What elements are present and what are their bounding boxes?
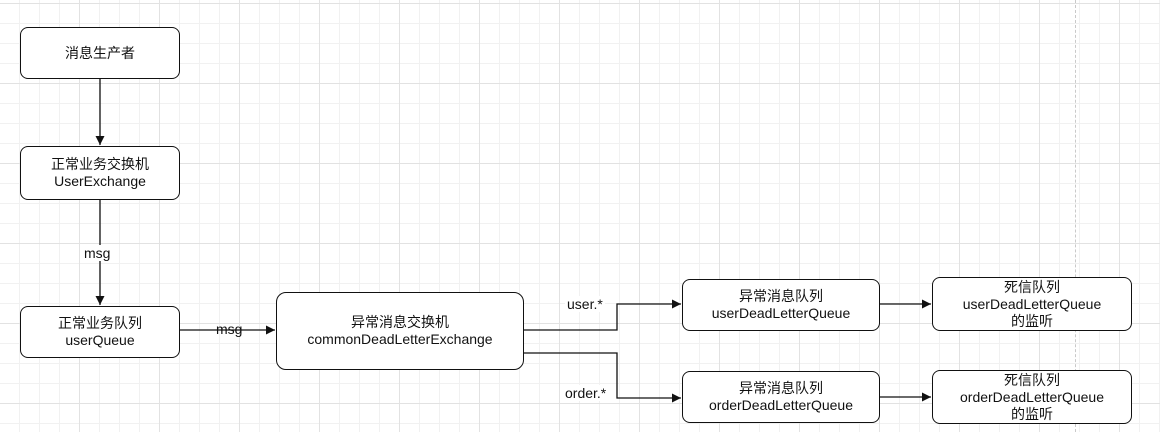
node-message-producer[interactable]: 消息生产者	[20, 27, 180, 79]
node-user-dead-letter-queue-name: userDeadLetterQueue	[711, 305, 851, 321]
node-user-dead-letter-listener[interactable]: 死信队列 userDeadLetterQueue 的监听	[932, 277, 1132, 331]
node-dead-letter-exchange[interactable]: 异常消息交换机 commonDeadLetterExchange	[276, 292, 524, 370]
edge-label-order-route: order.*	[563, 385, 609, 401]
node-order-dead-letter-queue-title: 异常消息队列	[739, 380, 823, 396]
node-user-queue-name: userQueue	[65, 332, 135, 348]
edge-label-exchange-to-queue: msg	[82, 245, 113, 261]
node-order-dead-letter-queue[interactable]: 异常消息队列 orderDeadLetterQueue	[682, 371, 880, 423]
node-user-dead-letter-listener-queue: userDeadLetterQueue	[962, 295, 1102, 312]
node-user-dead-letter-listener-title: 死信队列	[1004, 278, 1060, 295]
page-boundary-guide	[1075, 0, 1076, 432]
node-dead-letter-exchange-name: commonDeadLetterExchange	[307, 331, 493, 347]
node-order-dead-letter-listener-title: 死信队列	[1004, 371, 1060, 388]
node-user-exchange[interactable]: 正常业务交换机 UserExchange	[20, 146, 180, 200]
node-order-dead-letter-listener-suffix: 的监听	[1011, 405, 1053, 422]
node-order-dead-letter-listener[interactable]: 死信队列 orderDeadLetterQueue 的监听	[932, 370, 1132, 424]
node-user-dead-letter-queue[interactable]: 异常消息队列 userDeadLetterQueue	[682, 279, 880, 331]
node-user-dead-letter-listener-suffix: 的监听	[1011, 312, 1053, 329]
node-order-dead-letter-listener-queue: orderDeadLetterQueue	[960, 388, 1104, 405]
edge-dead-exchange-to-user-dead-queue	[524, 299, 681, 331]
node-message-producer-label: 消息生产者	[65, 44, 135, 61]
node-user-queue-title: 正常业务队列	[58, 315, 142, 331]
node-order-dead-letter-queue-name: orderDeadLetterQueue	[709, 397, 853, 413]
edge-label-user-route: user.*	[565, 296, 605, 312]
edge-label-queue-to-dead-exchange: msg	[216, 321, 243, 337]
node-user-exchange-title: 正常业务交换机	[51, 156, 149, 172]
edge-dead-exchange-to-order-dead-queue	[524, 352, 681, 403]
node-dead-letter-exchange-title: 异常消息交换机	[351, 314, 449, 330]
node-user-exchange-name: UserExchange	[54, 173, 146, 189]
node-user-queue[interactable]: 正常业务队列 userQueue	[20, 306, 180, 358]
node-user-dead-letter-queue-title: 异常消息队列	[739, 288, 823, 304]
